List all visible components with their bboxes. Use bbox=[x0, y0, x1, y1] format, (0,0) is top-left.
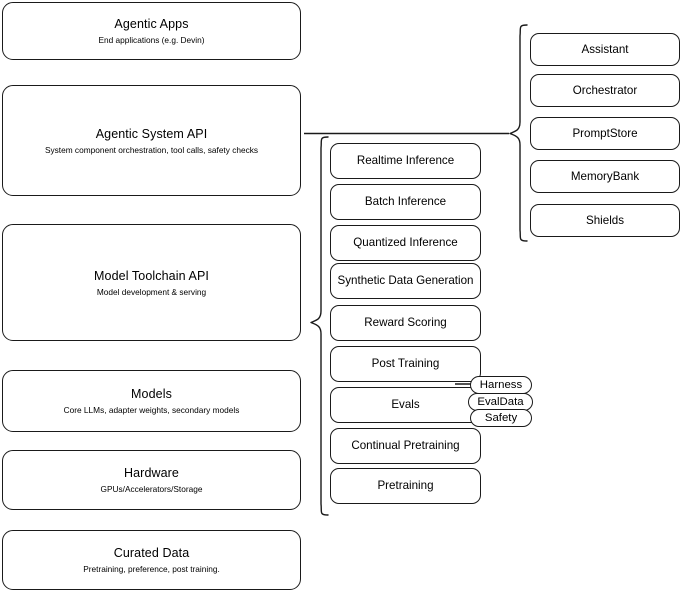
agentic-component-promptstore[interactable]: PromptStore bbox=[530, 117, 680, 150]
stack-layer-curated-data[interactable]: Curated Data Pretraining, preference, po… bbox=[2, 530, 301, 590]
capability-label: Continual Pretraining bbox=[351, 439, 460, 452]
agentic-component-label: PromptStore bbox=[572, 126, 638, 140]
capability-label: Synthetic Data Generation bbox=[337, 274, 474, 287]
stack-layer-models[interactable]: Models Core LLMs, adapter weights, secon… bbox=[2, 370, 301, 432]
stack-layer-title: Agentic Apps bbox=[114, 17, 189, 31]
capability-pretraining[interactable]: Pretraining bbox=[330, 468, 481, 504]
agentic-component-assistant[interactable]: Assistant bbox=[530, 33, 680, 66]
capability-batch-inference[interactable]: Batch Inference bbox=[330, 184, 481, 220]
stack-layer-agentic-apps[interactable]: Agentic Apps End applications (e.g. Devi… bbox=[2, 2, 301, 60]
stack-layer-subtitle: GPUs/Accelerators/Storage bbox=[100, 484, 203, 494]
capability-label: Realtime Inference bbox=[356, 154, 455, 167]
capability-label: Evals bbox=[391, 398, 420, 411]
stack-layer-title: Curated Data bbox=[113, 546, 190, 560]
capability-realtime-inference[interactable]: Realtime Inference bbox=[330, 143, 481, 179]
capability-label: Pretraining bbox=[377, 479, 434, 492]
capability-label: Quantized Inference bbox=[353, 236, 458, 249]
eval-badge-safety[interactable]: Safety bbox=[470, 409, 532, 427]
capability-evals[interactable]: Evals bbox=[330, 387, 481, 423]
eval-badge-harness[interactable]: Harness bbox=[470, 376, 532, 394]
agentic-component-label: Assistant bbox=[581, 42, 629, 56]
stack-layer-model-toolchain-api[interactable]: Model Toolchain API Model development & … bbox=[2, 224, 301, 341]
stack-layer-subtitle: System component orchestration, tool cal… bbox=[44, 144, 259, 155]
stack-layer-subtitle: End applications (e.g. Devin) bbox=[98, 35, 205, 45]
capability-reward-scoring[interactable]: Reward Scoring bbox=[330, 305, 481, 341]
capability-synthetic-data-generation[interactable]: Synthetic Data Generation bbox=[330, 263, 481, 299]
capability-label: Reward Scoring bbox=[364, 316, 447, 329]
agentic-component-label: MemoryBank bbox=[570, 169, 640, 183]
stack-layer-agentic-system-api[interactable]: Agentic System API System component orch… bbox=[2, 85, 301, 196]
agentic-component-memorybank[interactable]: MemoryBank bbox=[530, 160, 680, 193]
stack-layer-subtitle: Core LLMs, adapter weights, secondary mo… bbox=[63, 405, 240, 415]
agentic-component-label: Shields bbox=[585, 213, 625, 227]
agentic-component-label: Orchestrator bbox=[572, 83, 638, 97]
toolchain-capabilities-bracket bbox=[310, 136, 329, 516]
agentic-components-bracket bbox=[509, 24, 528, 242]
stack-layer-subtitle: Model development & serving bbox=[96, 286, 207, 297]
stack-layer-title: Agentic System API bbox=[95, 126, 208, 141]
stack-layer-subtitle: Pretraining, preference, post training. bbox=[83, 564, 220, 574]
stack-layer-hardware[interactable]: Hardware GPUs/Accelerators/Storage bbox=[2, 450, 301, 510]
capability-label: Batch Inference bbox=[364, 195, 447, 208]
agentic-component-orchestrator[interactable]: Orchestrator bbox=[530, 74, 680, 107]
stack-layer-title: Model Toolchain API bbox=[94, 268, 209, 283]
eval-badge-evaldata[interactable]: EvalData bbox=[468, 393, 533, 411]
capability-post-training[interactable]: Post Training bbox=[330, 346, 481, 382]
capability-label: Post Training bbox=[371, 357, 440, 370]
stack-layer-title: Models bbox=[131, 387, 172, 401]
capability-quantized-inference[interactable]: Quantized Inference bbox=[330, 225, 481, 261]
agentic-component-shields[interactable]: Shields bbox=[530, 204, 680, 237]
capability-continual-pretraining[interactable]: Continual Pretraining bbox=[330, 428, 481, 464]
stack-layer-title: Hardware bbox=[124, 466, 179, 480]
